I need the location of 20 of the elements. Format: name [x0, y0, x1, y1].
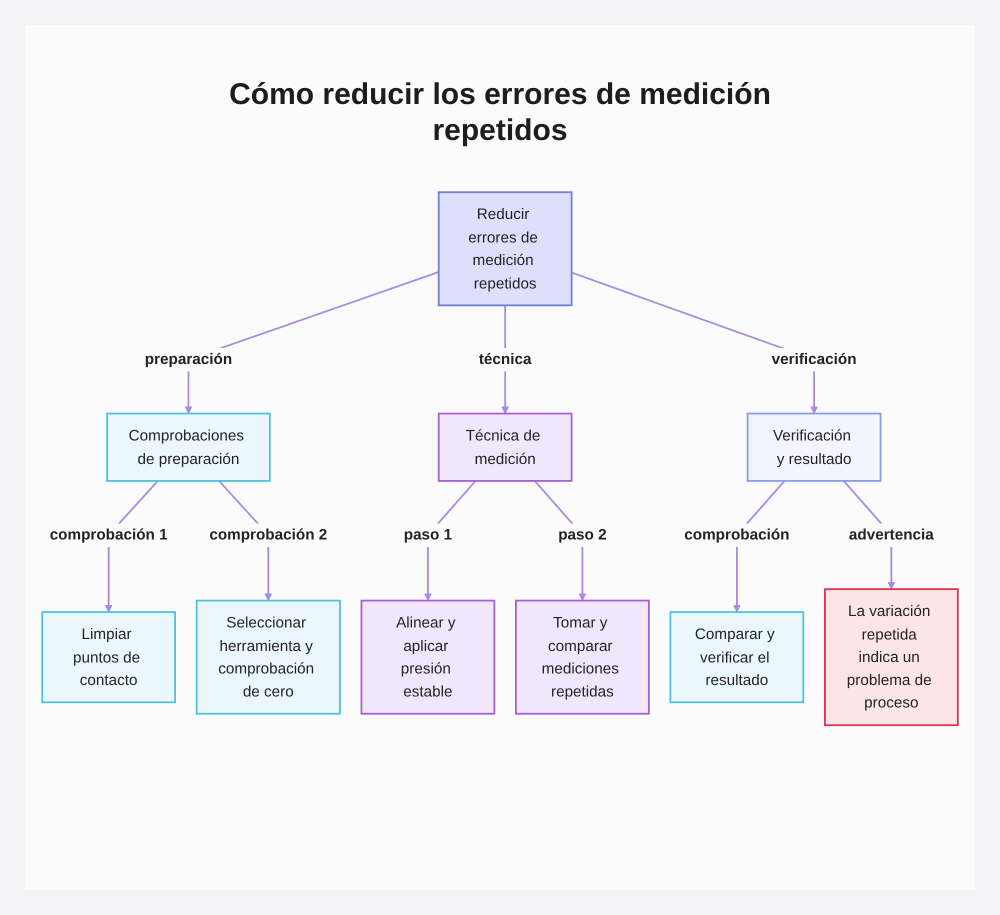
edge-label: preparación — [144, 350, 232, 368]
edge-label: técnica — [478, 350, 532, 368]
edge-label: paso 2 — [558, 526, 607, 544]
node-box: La variación repetida indica un problema de proceso — [824, 588, 959, 726]
node-box: Reducir errores de medición repetidos — [438, 191, 573, 306]
node-box: Comprobaciones de preparación — [106, 412, 271, 482]
node-box: Técnica de medición — [438, 412, 573, 482]
node-box: Seleccionar herramienta y comprobación de cero — [196, 600, 341, 715]
edge-label: comprobación — [684, 526, 790, 544]
edge-label: paso 1 — [404, 526, 452, 544]
node-box: Tomar y comparar mediciones repetidas — [515, 600, 650, 715]
node-box: Verificación y resultado — [746, 412, 882, 482]
edge-label: verificación — [772, 350, 857, 368]
edge-label: comprobación 2 — [209, 526, 328, 544]
edge-label: advertencia — [848, 526, 934, 544]
diagram-title: Cómo reducir los errores de medición repetidos — [228, 77, 772, 149]
node-box: Limpiar puntos de contacto — [41, 611, 176, 704]
edge-label: comprobación 1 — [50, 526, 168, 544]
node-box: Comparar y verificar el resultado — [670, 611, 804, 704]
node-box: Alinear y aplicar presión estable — [360, 600, 496, 715]
